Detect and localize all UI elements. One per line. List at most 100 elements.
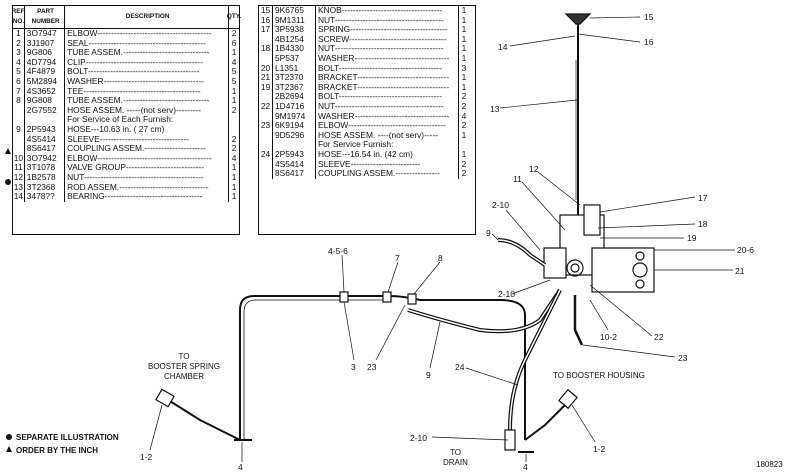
label-23-right: 23 — [678, 353, 688, 363]
part-number-cell: 3T2368 — [25, 182, 66, 193]
qty-cell: 1 — [461, 34, 467, 44]
description-cell: BRACKET--------------------------------- — [316, 82, 459, 93]
part-number-cell: 4B1254 — [273, 34, 316, 45]
qty-cell: 1 — [461, 149, 467, 159]
ref-cell — [13, 105, 25, 116]
description-cell: WASHER---------------------------------- — [316, 111, 459, 122]
callout-line: CHAMBER — [164, 372, 205, 381]
label-14: 14 — [498, 42, 508, 52]
label-1-2-left: 1-2 — [140, 452, 153, 462]
qty-cell: 1 — [231, 182, 237, 192]
label-2-10-top: 2-10 — [492, 200, 509, 210]
hose-24 — [508, 289, 562, 431]
ref-cell: 11 — [13, 163, 25, 173]
callout-booster-spring: TO BOOSTER SPRING CHAMBER — [148, 352, 220, 382]
ref-cell: 3 — [13, 48, 25, 58]
qty-cell: 1 — [461, 25, 467, 35]
description-cell: HOSE ASSEM. ----(not serv)----- — [316, 130, 459, 141]
table-row: 4S5414 SLEEVE-------------------------2 — [259, 159, 475, 170]
description-cell: ELBOW----------------------------------- — [316, 121, 459, 131]
description-cell: KNOB------------------------------------ — [316, 6, 459, 16]
description-cell: NUT-------------------------------------… — [316, 44, 459, 54]
part-number-cell: 3O7942 — [25, 153, 66, 164]
label-2-10-mid: 2-10 — [498, 289, 515, 299]
hose-9 — [407, 288, 562, 334]
description-cell: SLEEVE------------------------- — [316, 159, 459, 170]
qty-cell: 6 — [231, 38, 237, 48]
callout-drain: TO DRAIN — [443, 448, 468, 468]
description-cell: ELBOW-----------------------------------… — [65, 29, 230, 39]
ref-cell — [259, 92, 273, 102]
description-cell: SLEEVE-------------------------------- — [65, 134, 230, 145]
description-cell: HOSE ASSEM. -----(not serv)--------- — [65, 105, 230, 116]
part-number-cell: 1B4330 — [273, 44, 316, 54]
part-number-cell: 9M1974 — [273, 111, 316, 122]
part-number-cell: 3P5938 — [273, 25, 316, 35]
ref-cell: 2 — [13, 38, 25, 49]
ref-cell: 24 — [259, 149, 273, 160]
label-21: 21 — [735, 266, 745, 276]
callout-line: DRAIN — [443, 458, 468, 467]
qty-cell: 2 — [461, 169, 467, 179]
qty-cell: 1 — [231, 192, 237, 202]
description-cell: HOSE---16.54 in. (42 cm) — [316, 149, 459, 160]
ref-cell: 15 — [259, 6, 273, 16]
ref-cell: 12 — [13, 172, 25, 183]
label-19: 19 — [687, 233, 697, 243]
table-row: 4S5414 SLEEVE---------------------------… — [13, 134, 239, 145]
ref-cell: 19 — [259, 82, 273, 93]
part-number-cell: 3478?? — [25, 192, 66, 202]
label-4-5-6: 4-5-6 — [328, 246, 348, 256]
legend-order-by-inch: ORDER BY THE INCH — [16, 446, 99, 455]
description-cell: BOLT------------------------------------… — [65, 67, 230, 77]
knob — [564, 13, 592, 25]
ref-cell: 21 — [259, 73, 273, 83]
qty-cell: 1 — [231, 48, 237, 58]
description-cell: HOSE---10.63 in. ( 27 cm) — [65, 124, 230, 135]
description-cell: For Service of Each Furnish: — [65, 115, 230, 125]
label-8: 8 — [438, 253, 443, 263]
qty-cell: 1 — [231, 163, 237, 173]
separate-illustration-bullet — [6, 434, 12, 440]
label-23-left: 23 — [367, 362, 377, 372]
description-cell: ROD ASSEM.------------------------------… — [65, 182, 230, 193]
ref-cell: 1 — [13, 29, 25, 39]
ref-cell: 20 — [259, 63, 273, 74]
part-number-cell: 5M2894 — [25, 76, 66, 87]
qty-cell: 1 — [461, 73, 467, 83]
qty-cell: 4 — [231, 57, 237, 67]
qty-cell: 5 — [231, 76, 237, 86]
part-number-cell: 9G808 — [25, 96, 66, 106]
qty-cell: 1 — [461, 53, 467, 63]
label-22: 22 — [654, 332, 664, 342]
ref-cell — [259, 159, 273, 170]
part-number-cell: 3O7947 — [25, 29, 66, 39]
label-13: 13 — [490, 104, 500, 114]
description-cell: TUBE ASSEM.-----------------------------… — [65, 96, 230, 106]
label-9-top: 9 — [486, 228, 491, 238]
description-cell: SPRING----------------------------------… — [316, 25, 459, 35]
qty-cell: 2 — [461, 101, 467, 111]
qty-cell: 1 — [231, 86, 237, 96]
part-number-cell: 4S3652 — [25, 86, 66, 97]
description-cell: COUPLING ASSEM.---------------------- — [65, 144, 230, 154]
qty-cell: 2 — [231, 144, 237, 154]
order-by-inch-bullet — [6, 446, 12, 452]
qty-cell: 2 — [231, 105, 237, 115]
qty-cell: 1 — [461, 44, 467, 54]
description-cell: WASHER---------------------------------- — [316, 53, 459, 64]
